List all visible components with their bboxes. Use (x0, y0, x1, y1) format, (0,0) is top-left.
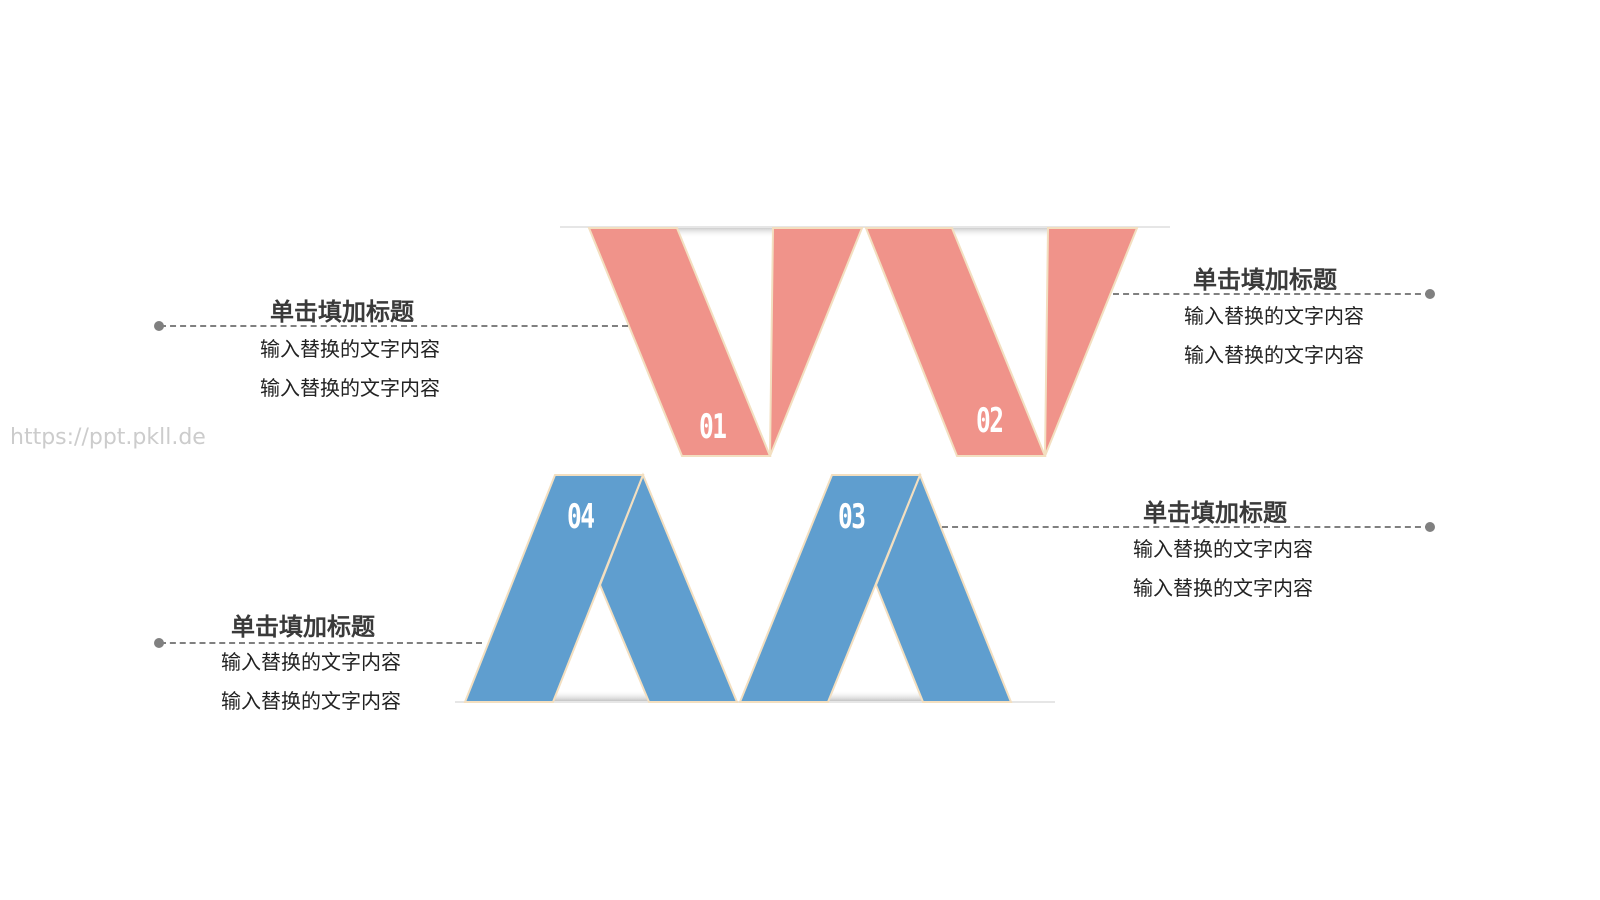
connector-dot (1425, 289, 1435, 299)
watermark-text: https://ppt.pkll.de (10, 425, 206, 450)
connector-line (160, 642, 482, 644)
connector-line (1113, 293, 1431, 295)
item-body-line[interactable]: 输入替换的文字内容 (1184, 304, 1364, 328)
ribbon-a-04 (463, 472, 739, 703)
step-number-02: 02 (976, 401, 1004, 441)
ribbon-a-03 (738, 472, 1013, 703)
connector-dot (154, 638, 164, 648)
connector-line (160, 325, 628, 327)
item-title[interactable]: 单击填加标题 (231, 613, 375, 641)
item-title[interactable]: 单击填加标题 (1143, 499, 1287, 527)
ribbon-v-01 (587, 227, 864, 457)
item-body-line[interactable]: 输入替换的文字内容 (1184, 343, 1364, 367)
connector-line (942, 526, 1431, 528)
step-number-03: 03 (838, 497, 866, 537)
item-body-line[interactable]: 输入替换的文字内容 (1133, 537, 1313, 561)
item-body-line[interactable]: 输入替换的文字内容 (221, 650, 401, 674)
item-body-line[interactable]: 输入替换的文字内容 (260, 337, 440, 361)
ribbon-v-02 (864, 227, 1139, 457)
step-number-01: 01 (699, 407, 727, 447)
connector-dot (1425, 522, 1435, 532)
item-title[interactable]: 单击填加标题 (1193, 266, 1337, 294)
item-body-line[interactable]: 输入替换的文字内容 (221, 689, 401, 713)
item-title[interactable]: 单击填加标题 (270, 298, 414, 326)
connector-dot (154, 321, 164, 331)
item-body-line[interactable]: 输入替换的文字内容 (260, 376, 440, 400)
step-number-04: 04 (567, 497, 595, 537)
item-body-line[interactable]: 输入替换的文字内容 (1133, 576, 1313, 600)
